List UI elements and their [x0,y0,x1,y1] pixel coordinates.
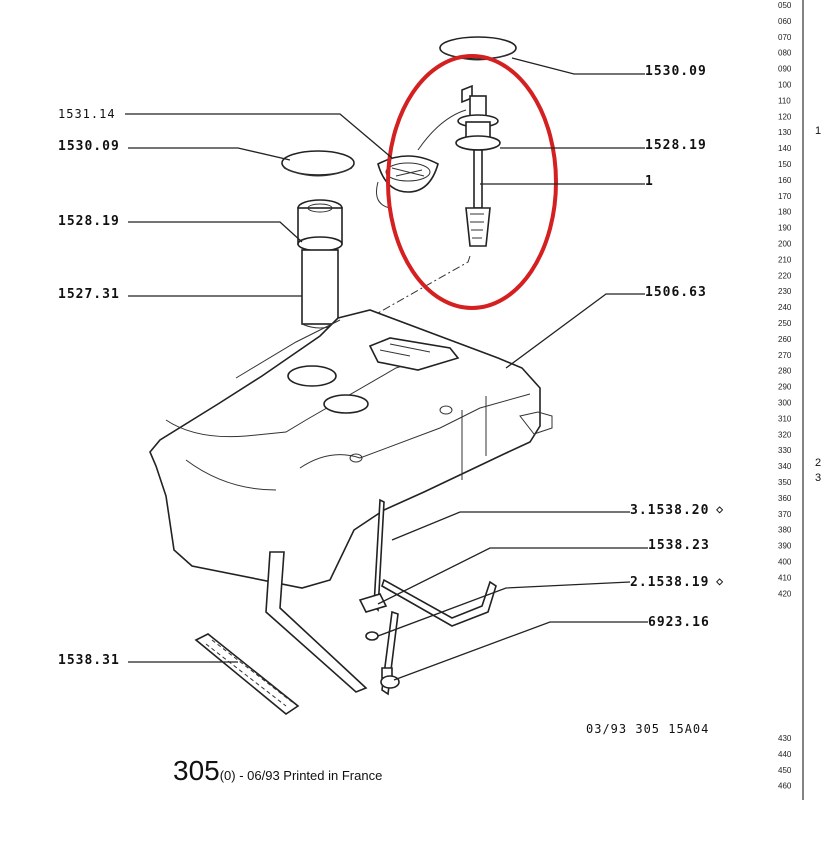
strap-assembly-drawing [265,498,497,696]
row-number: 390 [778,542,792,551]
model-number: 305 [173,755,220,786]
row-number: 200 [778,240,792,249]
row-number: 410 [778,573,792,582]
row-number: 400 [778,558,792,567]
fuel-tank-drawing [149,309,553,589]
row-number: 300 [778,399,792,408]
row-number: 430 [778,734,792,743]
row-number: 330 [778,446,792,455]
row-number: 440 [778,750,792,759]
row-number: 340 [778,462,792,471]
row-number: 260 [778,335,792,344]
gasket-drawing [376,109,467,209]
row-number: 090 [778,65,792,74]
row-number: 160 [778,176,792,185]
label-bracket: 1538.23 [648,538,710,553]
pad-drawing [194,633,300,715]
row-number: 280 [778,367,792,376]
label-filler-tube: 1527.31 [58,287,120,302]
row-number: 110 [778,96,791,105]
filler-neck-drawing [297,199,343,329]
row-number: 220 [778,271,792,280]
cap-left-drawing [281,150,355,177]
label-pad: 1538.31 [58,653,120,668]
row-number: 370 [778,510,792,519]
section-mark-3: 3 [815,472,821,484]
row-number: 140 [778,144,792,153]
reference-code: 03/93 305 15A04 [586,722,710,736]
row-number: 120 [778,112,792,121]
label-strap-b: 2.1538.19 [630,575,709,590]
row-number: 290 [778,383,792,392]
row-number: 060 [778,17,792,26]
label-cap-left: 1530.09 [58,139,120,154]
cap-top-right-drawing [439,36,517,61]
label-tank: 1506.63 [645,285,707,300]
row-number: 320 [778,430,792,439]
arrow-marker-strap-b: ◇ [716,574,724,588]
row-number: 310 [778,414,792,423]
sender-unit-drawing [455,84,501,247]
row-number: 150 [778,160,792,169]
print-note: (0) - 06/93 Printed in France [219,768,383,783]
label-pickup: 1 [645,174,654,189]
row-number: 380 [778,526,792,535]
leader-lines [125,57,648,681]
arrow-marker-strap-a: ◇ [716,502,724,516]
row-number: 100 [778,81,792,90]
row-number: 210 [778,255,792,264]
row-number: 450 [778,766,792,775]
section-mark-1: 1 [815,125,821,137]
row-number: 180 [778,208,792,217]
row-number: 170 [778,192,792,201]
row-number: 460 [778,782,792,791]
row-number: 080 [778,49,792,58]
row-number: 230 [778,287,792,296]
print-footer: 305(0) - 06/93 Printed in France [173,755,382,787]
label-strap-a: 3.1538.20 [630,503,709,518]
row-number: 350 [778,478,792,487]
row-number: 070 [778,33,792,42]
row-number: 420 [778,589,792,598]
row-number: 360 [778,494,792,503]
row-number: 130 [778,128,792,137]
row-number: 050 [778,1,792,10]
section-mark-2: 2 [815,457,821,469]
row-number: 250 [778,319,792,328]
row-number: 240 [778,303,792,312]
label-neck-flange: 1528.19 [58,214,120,229]
label-gasket: 1531.14 [58,107,116,121]
highlight-circle [386,54,558,310]
row-number: 190 [778,224,792,233]
label-bolt: 6923.16 [648,615,710,630]
label-top-right-cap: 1530.09 [645,64,707,79]
label-sender-unit: 1528.19 [645,138,707,153]
row-number-column: 050 060 070 080 090 100 110 120 130 140 150 160 170 1… [778,1,792,791]
row-number: 270 [778,351,792,360]
